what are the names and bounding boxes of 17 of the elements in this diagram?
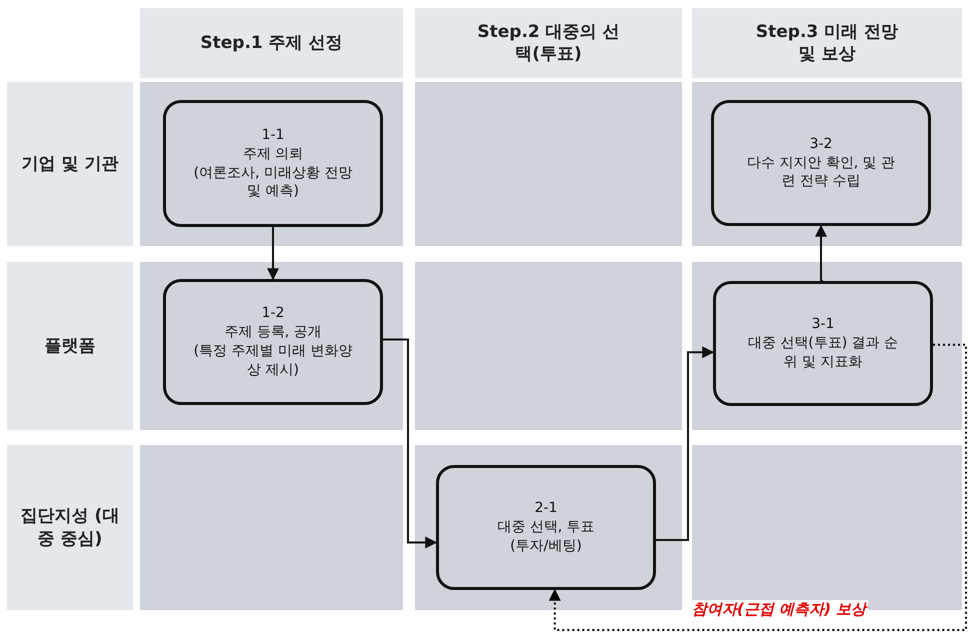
dotted-arrow: [548, 344, 967, 631]
process-box: 1-1 주제 의뢰 (여론조사, 미래상황 전망 및 예측): [163, 100, 383, 227]
process-box: 3-2 다수 지지안 확인, 및 관련 전략 수립: [711, 100, 931, 226]
row-header: 기업 및 기관: [22, 152, 118, 176]
column-header: Step.1 주제 선정: [200, 32, 343, 54]
row-header: 집단지성 (대중 중심): [20, 505, 120, 550]
column-header: Step.2 대중의 선택(투표): [476, 20, 621, 66]
row-header: 플랫폼: [44, 334, 96, 358]
process-box: 2-1 대중 선택, 투표 (투자/베팅): [436, 465, 656, 590]
arrow: [383, 338, 438, 548]
arrow: [267, 227, 279, 280]
column-header: Step.3 미래 전망 및 보상: [754, 20, 900, 66]
arrow: [656, 346, 714, 541]
process-box: 3-1 대중 선택(투표) 결과 순위 및 지표화: [713, 281, 933, 406]
arrow: [815, 224, 827, 282]
process-box: 1-2 주제 등록, 공개 (특정 주제별 미래 변화양상 제시): [163, 279, 383, 405]
edge-label: 참여자(근접 예측자) 보상: [690, 600, 868, 619]
